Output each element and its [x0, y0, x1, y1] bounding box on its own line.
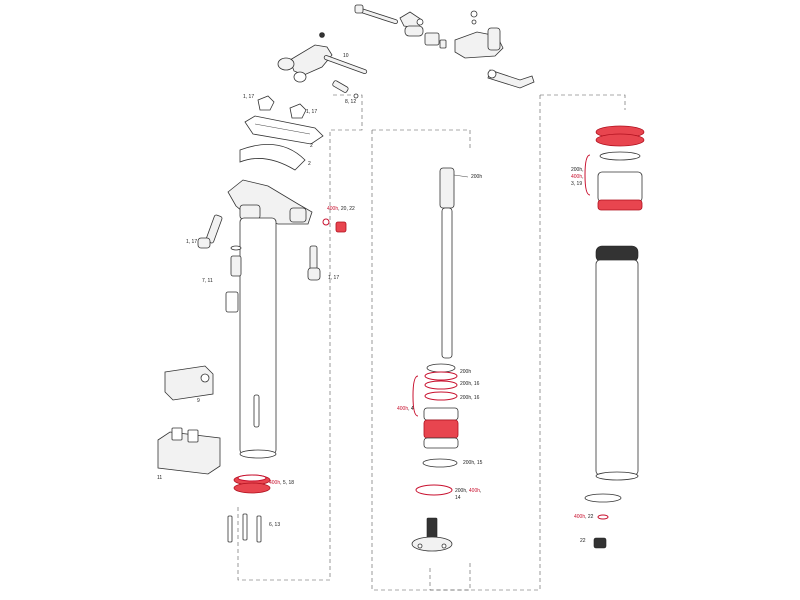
saddle-clamp-lower — [239, 144, 306, 171]
callout-c-ring4: 200h, 15 — [463, 460, 483, 466]
callout-vise-block: 11 — [157, 475, 163, 481]
callout-c-ring1: 200h — [460, 369, 472, 375]
bottom-rings — [584, 493, 622, 549]
callout-head-nut-rest: , 20, 22 — [338, 206, 355, 212]
callout-collar-a: 200h, — [571, 167, 584, 173]
collar-brace — [584, 154, 591, 196]
assembly-path-middle — [371, 129, 471, 591]
head-bolt-right — [307, 245, 321, 281]
callout-keys: 6, 13 — [269, 522, 281, 528]
seatpost-head — [227, 179, 313, 225]
cable-end — [354, 4, 424, 29]
bottom-valve — [411, 517, 453, 552]
head-nut-red — [322, 218, 347, 233]
callout-bottom-ring: 400h, 22 — [574, 515, 593, 520]
callout-head-bolt-left: 1, 17 — [186, 239, 198, 245]
callout-c-stack-red: 400h — [397, 406, 409, 412]
callout-head-nut: 400h, 20, 22 — [327, 207, 355, 212]
callout-clamp-block: 9 — [197, 398, 200, 404]
stack-brace — [412, 375, 419, 417]
callout-bottom-ring-rest: , 22 — [585, 514, 594, 520]
callout-c-cap-rest: , — [480, 488, 482, 494]
remote-lever — [277, 32, 368, 83]
assembly-path-right — [429, 94, 626, 591]
clamp-block — [164, 365, 214, 401]
callout-lower-seal-red: 400h — [269, 480, 281, 486]
vise-block — [157, 427, 221, 475]
callout-c-cap-b: 14 — [455, 495, 461, 501]
callout-lower-seal-rest: , 5, 18 — [280, 480, 295, 486]
callout-collar-red: 400h — [571, 174, 583, 180]
lower-seal-red — [233, 474, 271, 494]
collar-rings — [595, 125, 645, 211]
cable-barrel — [332, 80, 359, 99]
callout-cable-barrel: 8, 12 — [345, 99, 357, 105]
assembly-path-left — [237, 94, 363, 581]
callout-collar-b: 3, 19 — [571, 181, 583, 187]
callout-bottom-ring-red: 400h — [574, 514, 586, 520]
callout-c-cap-a: 200h, — [455, 488, 469, 494]
callout-c-ring2: 200h, 16 — [460, 381, 480, 387]
callout-remote-lever: 10 — [343, 53, 349, 59]
callout-actuator: 7, 11 — [202, 278, 213, 284]
callout-lower-seal: 400h, 5, 18 — [269, 481, 294, 486]
lever-clamp — [454, 10, 535, 89]
callout-saddle-clamp-lower: 2 — [308, 161, 311, 167]
callout-c-stack-rest: , 4 — [408, 406, 414, 412]
callout-head-nut-red: 400h — [327, 206, 339, 212]
cartridge-rod — [439, 167, 469, 359]
seatpost-upper-tube — [239, 217, 277, 459]
callout-saddle-clamp-upper: 2 — [310, 143, 313, 149]
cable-barrel-adjuster — [404, 25, 447, 49]
callout-c-ring3: 200h, 16 — [460, 395, 480, 401]
keys — [227, 513, 262, 543]
callout-collar-rest: , — [582, 174, 584, 180]
callout-clamp-bolt-top-b: 1, 17 — [306, 109, 318, 115]
callout-clamp-bolt-top-a: 1, 17 — [243, 94, 255, 100]
callout-cartridge: 200h — [471, 174, 483, 180]
callout-c-cap: 200h, 400h, — [455, 489, 481, 494]
callout-end-cap: 22 — [580, 538, 586, 544]
cartridge-rings — [415, 363, 459, 496]
callout-head-bolt-right: 1, 17 — [328, 275, 340, 281]
actuator-parts — [225, 245, 242, 313]
head-bolt-left — [197, 214, 223, 249]
callout-c-cap-red: 400h — [468, 488, 481, 494]
callout-collar-mid: 400h, — [571, 175, 584, 180]
lower-tube — [595, 245, 639, 481]
callout-c-stack: 400h, 4 — [397, 407, 414, 412]
saddle-clamp-upper — [244, 115, 324, 145]
clamp-nuts-top — [257, 95, 307, 119]
